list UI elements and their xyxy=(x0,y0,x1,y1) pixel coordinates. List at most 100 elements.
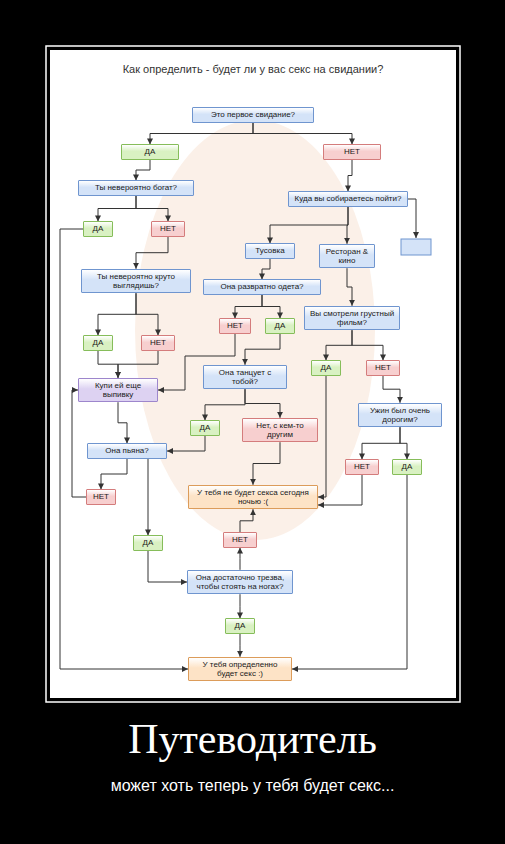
no-box: НЕТ xyxy=(323,144,381,159)
frame-border xyxy=(46,46,460,702)
flow-arrow xyxy=(400,427,407,459)
question-box: Тусовка xyxy=(245,243,295,258)
yes-box: ДА xyxy=(225,618,255,633)
flow-arrow xyxy=(98,351,118,378)
flow-arrow xyxy=(101,459,127,490)
node-text: Нет, с кем-то другим xyxy=(246,421,314,439)
node-text: Купи ей еще выпивку xyxy=(82,381,154,399)
flow-arrow xyxy=(318,376,326,497)
flow-arrow xyxy=(148,551,187,582)
node-text: ДА xyxy=(229,621,251,630)
flow-arrow xyxy=(240,548,241,570)
node-text: НЕТ xyxy=(370,363,396,372)
flow-arrow xyxy=(318,475,362,505)
node-text: Ресторан & кино xyxy=(323,247,371,265)
node-text: Это первое свидание? xyxy=(196,110,310,119)
node-text: ДА xyxy=(87,338,109,347)
flow-arrow xyxy=(383,376,400,403)
node-text: У тебя определенно будет секс :) xyxy=(192,660,288,678)
flow-arrow xyxy=(253,442,280,485)
flow-arrow xyxy=(118,402,127,443)
no-box: НЕТ xyxy=(366,360,400,375)
flow-arrow xyxy=(235,295,262,319)
flow-arrow xyxy=(167,436,205,451)
node-text: ДА xyxy=(269,321,291,330)
flowchart-ground xyxy=(50,50,456,698)
node-text: Ты невероятно богат? xyxy=(82,183,190,192)
node-text: НЕТ xyxy=(90,492,112,501)
no-box: НЕТ xyxy=(86,489,116,504)
flow-arrow xyxy=(270,207,348,244)
flow-arrow xyxy=(240,594,241,618)
node-text: ДА xyxy=(194,423,216,432)
node-text: Она пьяна? xyxy=(91,446,163,455)
flow-arrow xyxy=(347,207,348,244)
node-text: Ты невероятно круто выглядишь? xyxy=(85,272,187,290)
result-box: У тебя не будет секса сегодня ночью :( xyxy=(188,485,318,509)
node-text: Ужин был очень дорогим? xyxy=(362,406,438,424)
flow-arrow xyxy=(262,259,270,280)
flow-arrow xyxy=(262,295,280,319)
node-text: У тебя не будет секса сегодня ночью :( xyxy=(192,488,314,506)
node-text: Вы смотрели грустный фильм? xyxy=(308,309,396,327)
flow-arrow xyxy=(245,389,280,418)
flow-arrow xyxy=(240,509,253,532)
flow-arrow xyxy=(60,229,188,669)
no-box: НЕТ xyxy=(345,459,379,474)
flow-arrow xyxy=(348,160,352,192)
question-box: Она танцует с тобой? xyxy=(203,365,287,389)
question-box: Она развратно одета? xyxy=(203,279,321,294)
node-text: ДА xyxy=(87,224,109,233)
node-text: НЕТ xyxy=(349,462,375,471)
flow-arrow xyxy=(352,330,383,360)
flow-arrow xyxy=(205,389,245,420)
flow-arrow xyxy=(347,268,352,306)
question-box: Ты невероятно круто выглядишь? xyxy=(81,269,191,293)
yes-box: ДА xyxy=(83,221,113,236)
node-text: НЕТ xyxy=(227,535,253,544)
flow-arrow xyxy=(118,351,158,378)
no-box: НЕТ xyxy=(151,221,185,236)
action-box: Купи ей еще выпивку xyxy=(78,378,158,402)
flow-arrow xyxy=(240,634,241,657)
node-text: ДА xyxy=(125,147,175,156)
flow-arrow xyxy=(136,160,150,181)
flow-arrow xyxy=(245,334,280,365)
flow-arrow xyxy=(98,293,136,335)
flow-arrow xyxy=(72,390,86,497)
no-box: НЕТ xyxy=(223,532,257,547)
chart-title: Как определить - будет ли у вас секс на … xyxy=(50,63,456,76)
no-box: НЕТ xyxy=(141,335,175,350)
question-box: Она достаточно трезва, чтобы стоять на н… xyxy=(187,570,293,594)
blank-box xyxy=(401,239,431,255)
yes-box: ДА xyxy=(133,535,163,550)
no-box: Нет, с кем-то другим xyxy=(242,418,318,442)
node-text: ДА xyxy=(315,363,337,372)
poster-caption: может хоть теперь у тебя будет секс... xyxy=(10,776,495,795)
blank-branch-line xyxy=(408,199,416,238)
flow-arrow xyxy=(253,123,352,145)
yes-box: ДА xyxy=(311,360,341,375)
result-box: У тебя определенно будет секс :) xyxy=(188,657,292,681)
poster-title: Путеводитель xyxy=(10,716,495,762)
question-box: Куда вы собираетесь пойти? xyxy=(288,191,408,206)
yes-box: ДА xyxy=(392,459,422,474)
yes-box: ДА xyxy=(121,144,179,159)
question-box: Ужин был очень дорогим? xyxy=(358,403,442,427)
node-text: ДА xyxy=(396,462,418,471)
question-box: Ресторан & кино xyxy=(319,244,375,268)
node-text: Куда вы собираетесь пойти? xyxy=(292,194,404,203)
flow-arrow xyxy=(150,123,253,145)
flow-arrow xyxy=(136,196,168,222)
flow-arrow xyxy=(148,459,149,536)
flow-arrow xyxy=(136,237,168,269)
node-text: ДА xyxy=(137,538,159,547)
yes-box: ДА xyxy=(190,420,220,435)
node-text: Она развратно одета? xyxy=(207,282,317,291)
node-text: Тусовка xyxy=(249,246,291,255)
node-text: НЕТ xyxy=(155,224,181,233)
no-box: НЕТ xyxy=(219,318,251,333)
flow-arrow xyxy=(98,196,136,222)
yes-box: ДА xyxy=(83,335,113,350)
question-box: Это первое свидание? xyxy=(192,107,314,122)
